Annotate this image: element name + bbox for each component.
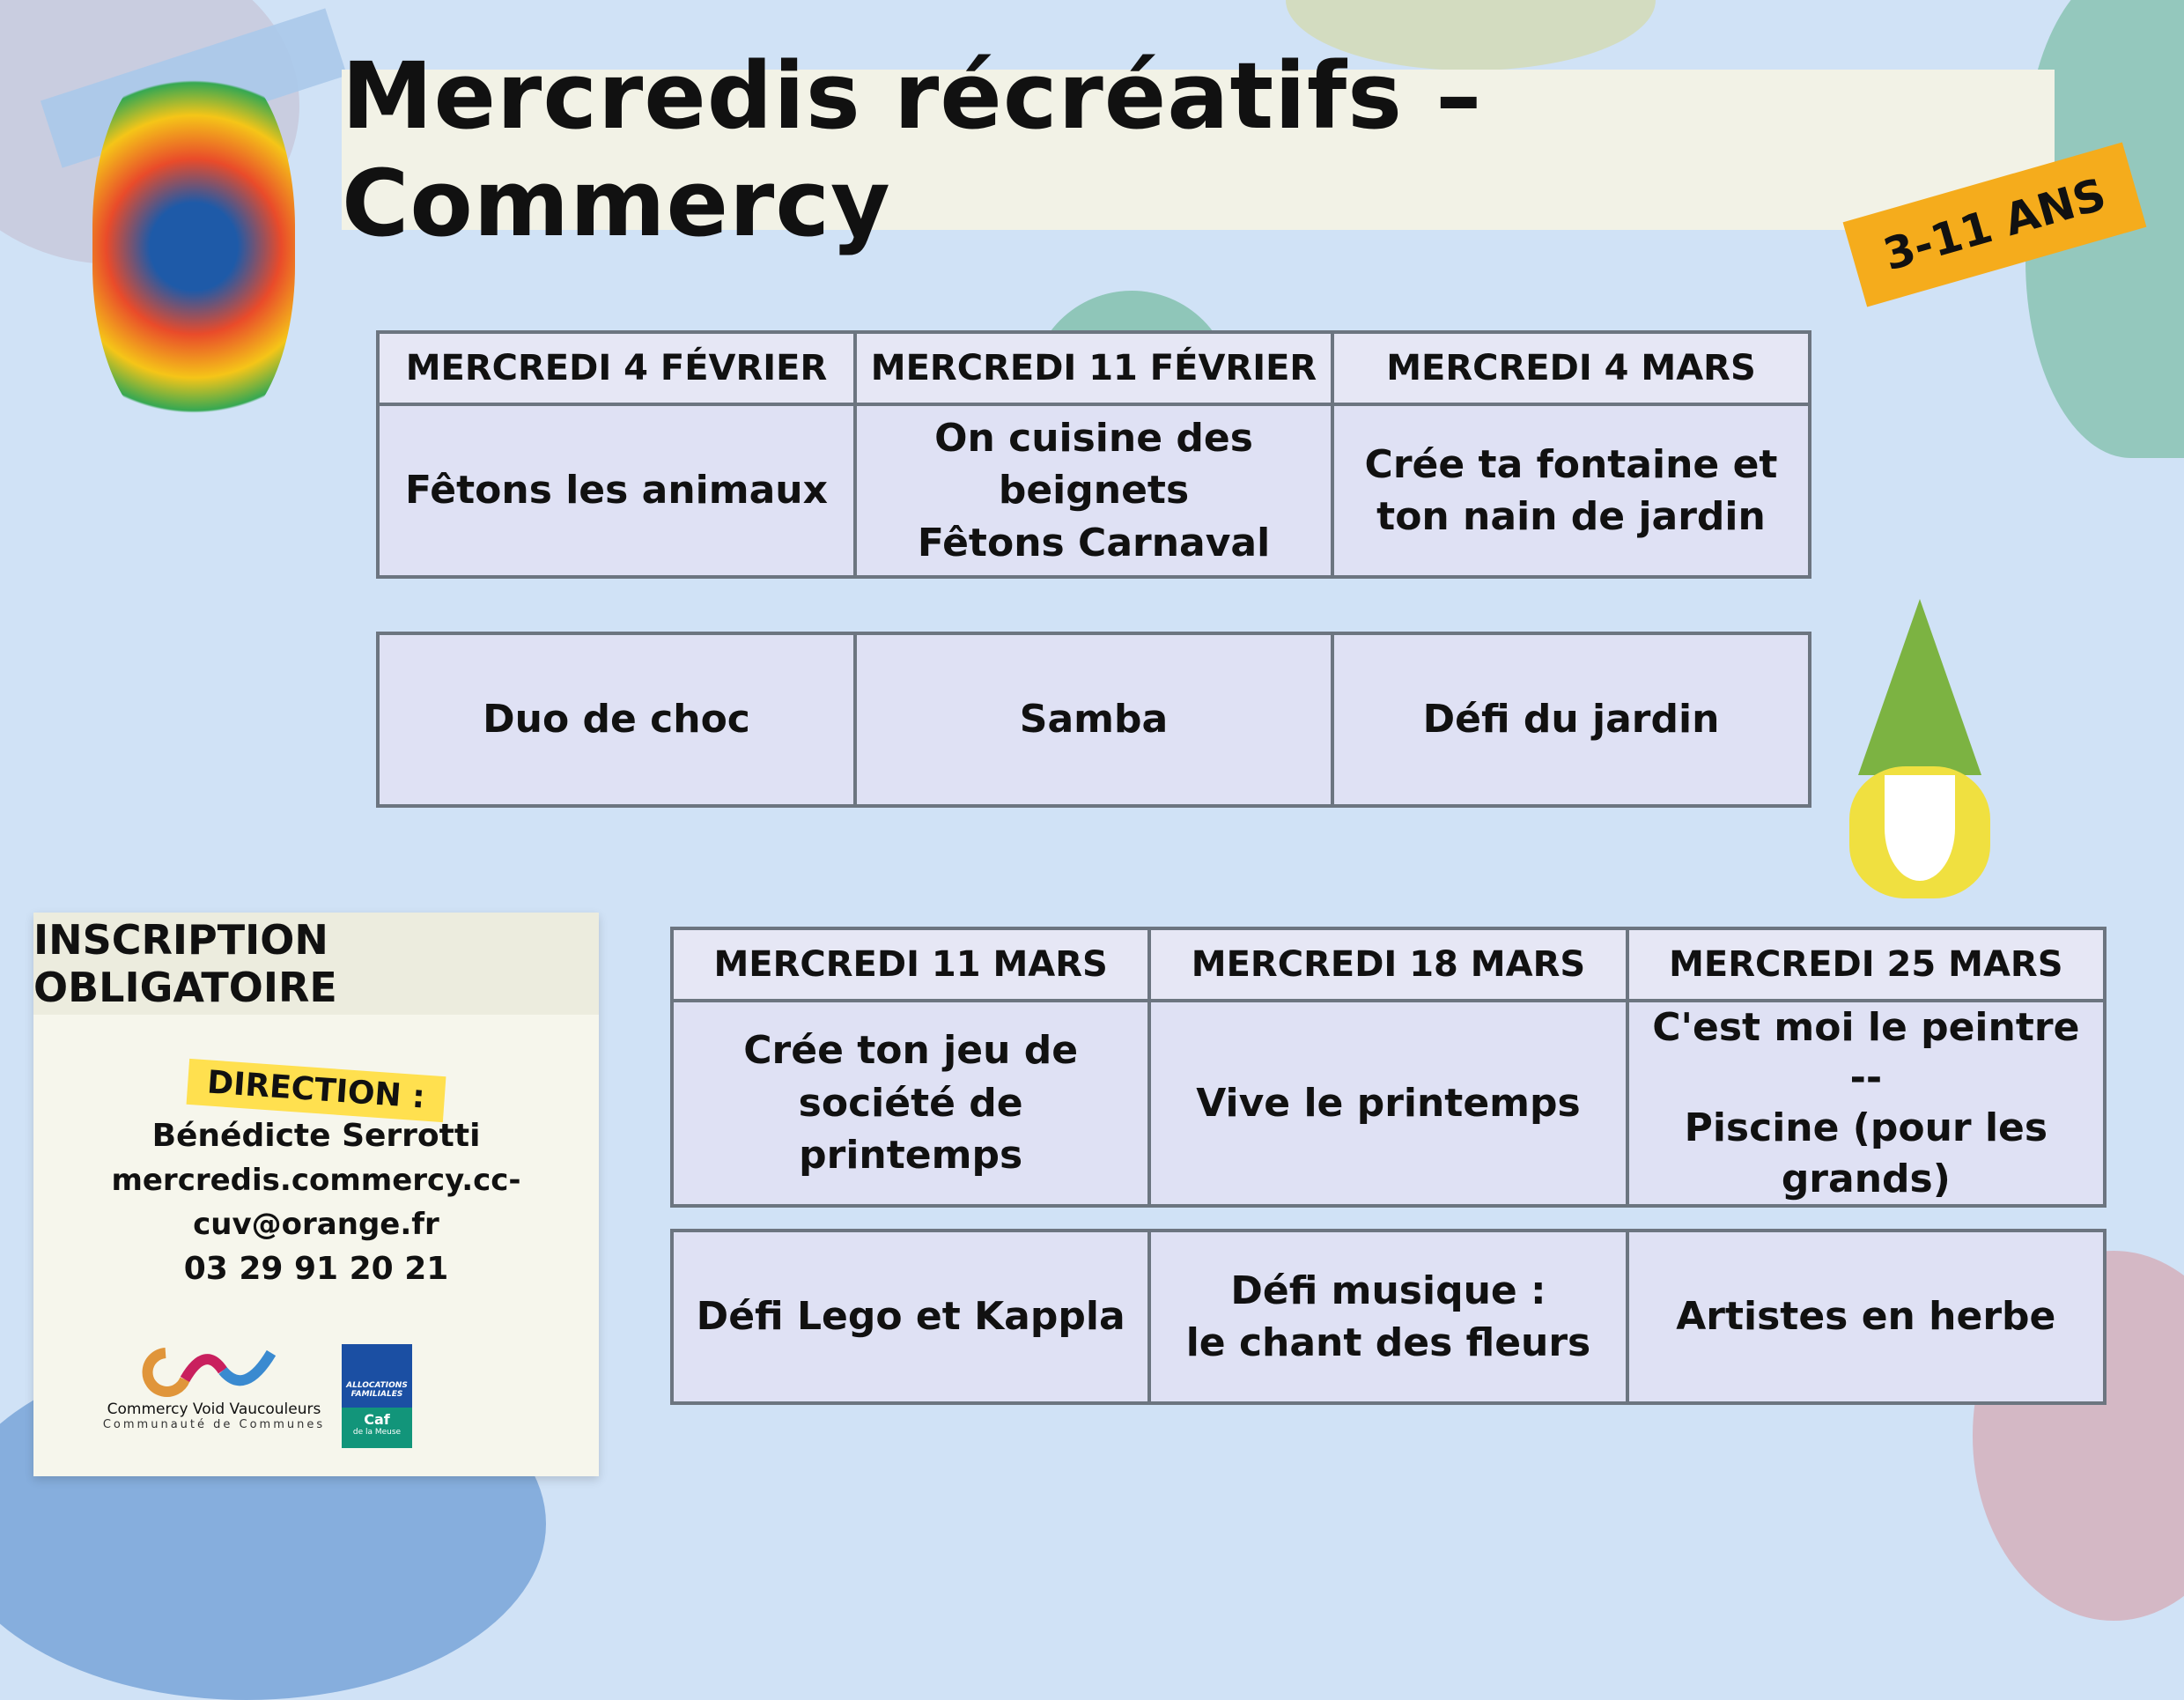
inscription-card: INSCRIPTION OBLIGATOIRE DIRECTION : Béné… (33, 913, 599, 1476)
contact-phone[interactable]: 03 29 91 20 21 (183, 1250, 449, 1287)
caf-name: Caf (364, 1411, 390, 1428)
activity-cell: Samba (853, 632, 1334, 808)
activity-cell: Artistes en herbe (1625, 1229, 2107, 1405)
activity-cell: Crée ton jeu de société de printemps (669, 999, 1152, 1208)
activity-cell: Vive le printemps (1147, 999, 1629, 1208)
caf-top: ALLOCATIONS FAMILIALES (342, 1344, 412, 1408)
cc-logo: Commercy Void Vaucouleurs Communauté de … (82, 1344, 346, 1431)
activity-cell: Fêtons les animaux (376, 403, 857, 579)
date-header: MERCREDI 11 FÉVRIER (853, 330, 1334, 406)
activity-cell: C'est moi le peintre -- Piscine (pour le… (1625, 999, 2107, 1208)
cc-name: Commercy Void Vaucouleurs (107, 1401, 321, 1418)
date-header: MERCREDI 18 MARS (1147, 927, 1629, 1002)
date-header: MERCREDI 4 FÉVRIER (376, 330, 857, 406)
date-header: MERCREDI 11 MARS (669, 927, 1152, 1002)
title-banner: Mercredis récréatifs – Commercy (342, 42, 2055, 257)
gnome-illustration (1761, 599, 2043, 934)
date-header: MERCREDI 25 MARS (1625, 927, 2107, 1002)
wave-logo-icon (142, 1348, 277, 1397)
caf-sub: de la Meuse (352, 1428, 402, 1437)
cc-subtitle: Communauté de Communes (102, 1418, 326, 1431)
inscription-heading: INSCRIPTION OBLIGATOIRE (33, 913, 599, 1015)
activity-cell: Crée ta fontaine et ton nain de jardin (1331, 403, 1811, 579)
activity-cell: On cuisine des beignets Fêtons Carnaval (853, 403, 1334, 579)
activity-cell: Défi musique : le chant des fleurs (1147, 1229, 1629, 1405)
activity-cell: Défi du jardin (1331, 632, 1811, 808)
contact-email[interactable]: mercredis.commercy.cc-cuv@orange.fr (111, 1163, 521, 1242)
page-title: Mercredis récréatifs – Commercy (342, 42, 1483, 257)
date-header: MERCREDI 4 MARS (1331, 330, 1811, 406)
director-name: Bénédicte Serrotti (151, 1118, 481, 1155)
activity-cell: Duo de choc (376, 632, 857, 808)
activity-cell: Défi Lego et Kappla (669, 1229, 1152, 1405)
carnival-mask-icon (92, 53, 295, 440)
